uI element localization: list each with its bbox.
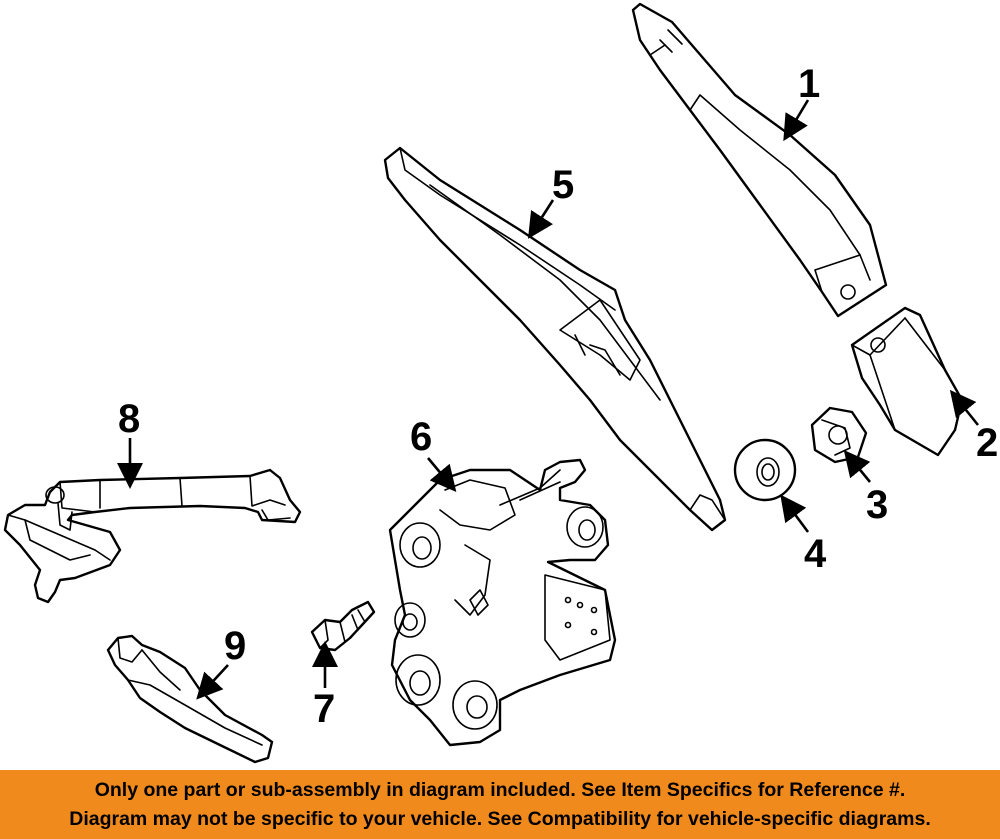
- callout-1: 1: [798, 62, 820, 106]
- disclaimer-banner: Only one part or sub-assembly in diagram…: [0, 770, 1000, 839]
- washer-part: [733, 438, 797, 502]
- disclaimer-line-2: Diagram may not be specific to your vehi…: [69, 808, 931, 830]
- leader-line-9: [196, 664, 229, 700]
- bolt-part: [310, 600, 376, 652]
- linkage-part: [3, 468, 302, 604]
- callout-6: 6: [410, 415, 432, 459]
- leader-line-6: [427, 457, 457, 492]
- callout-8: 8: [118, 397, 140, 441]
- leader-line-5: [527, 199, 555, 239]
- disclaimer-line-1: Only one part or sub-assembly in diagram…: [94, 779, 906, 801]
- callout-3: 3: [866, 483, 888, 527]
- callout-4: 4: [804, 532, 827, 576]
- nut-part: [810, 406, 868, 464]
- wiper-arm-part: [631, 2, 888, 318]
- leader-line-3: [843, 449, 872, 483]
- callout-9: 9: [224, 624, 246, 668]
- arm-link-part: [106, 634, 274, 764]
- leader-line-4: [780, 494, 810, 533]
- exploded-parts-diagram: 1 2 3 4 5 6 7 8 9: [3, 2, 998, 764]
- callout-5: 5: [552, 163, 574, 207]
- leader-line-2: [949, 389, 980, 426]
- callout-7: 7: [313, 687, 335, 731]
- wiper-motor-part: [388, 458, 617, 747]
- arm-cap-part: [850, 306, 964, 457]
- leader-line-1: [783, 99, 810, 142]
- wiper-blade-part: [383, 146, 727, 532]
- callout-2: 2: [976, 421, 998, 465]
